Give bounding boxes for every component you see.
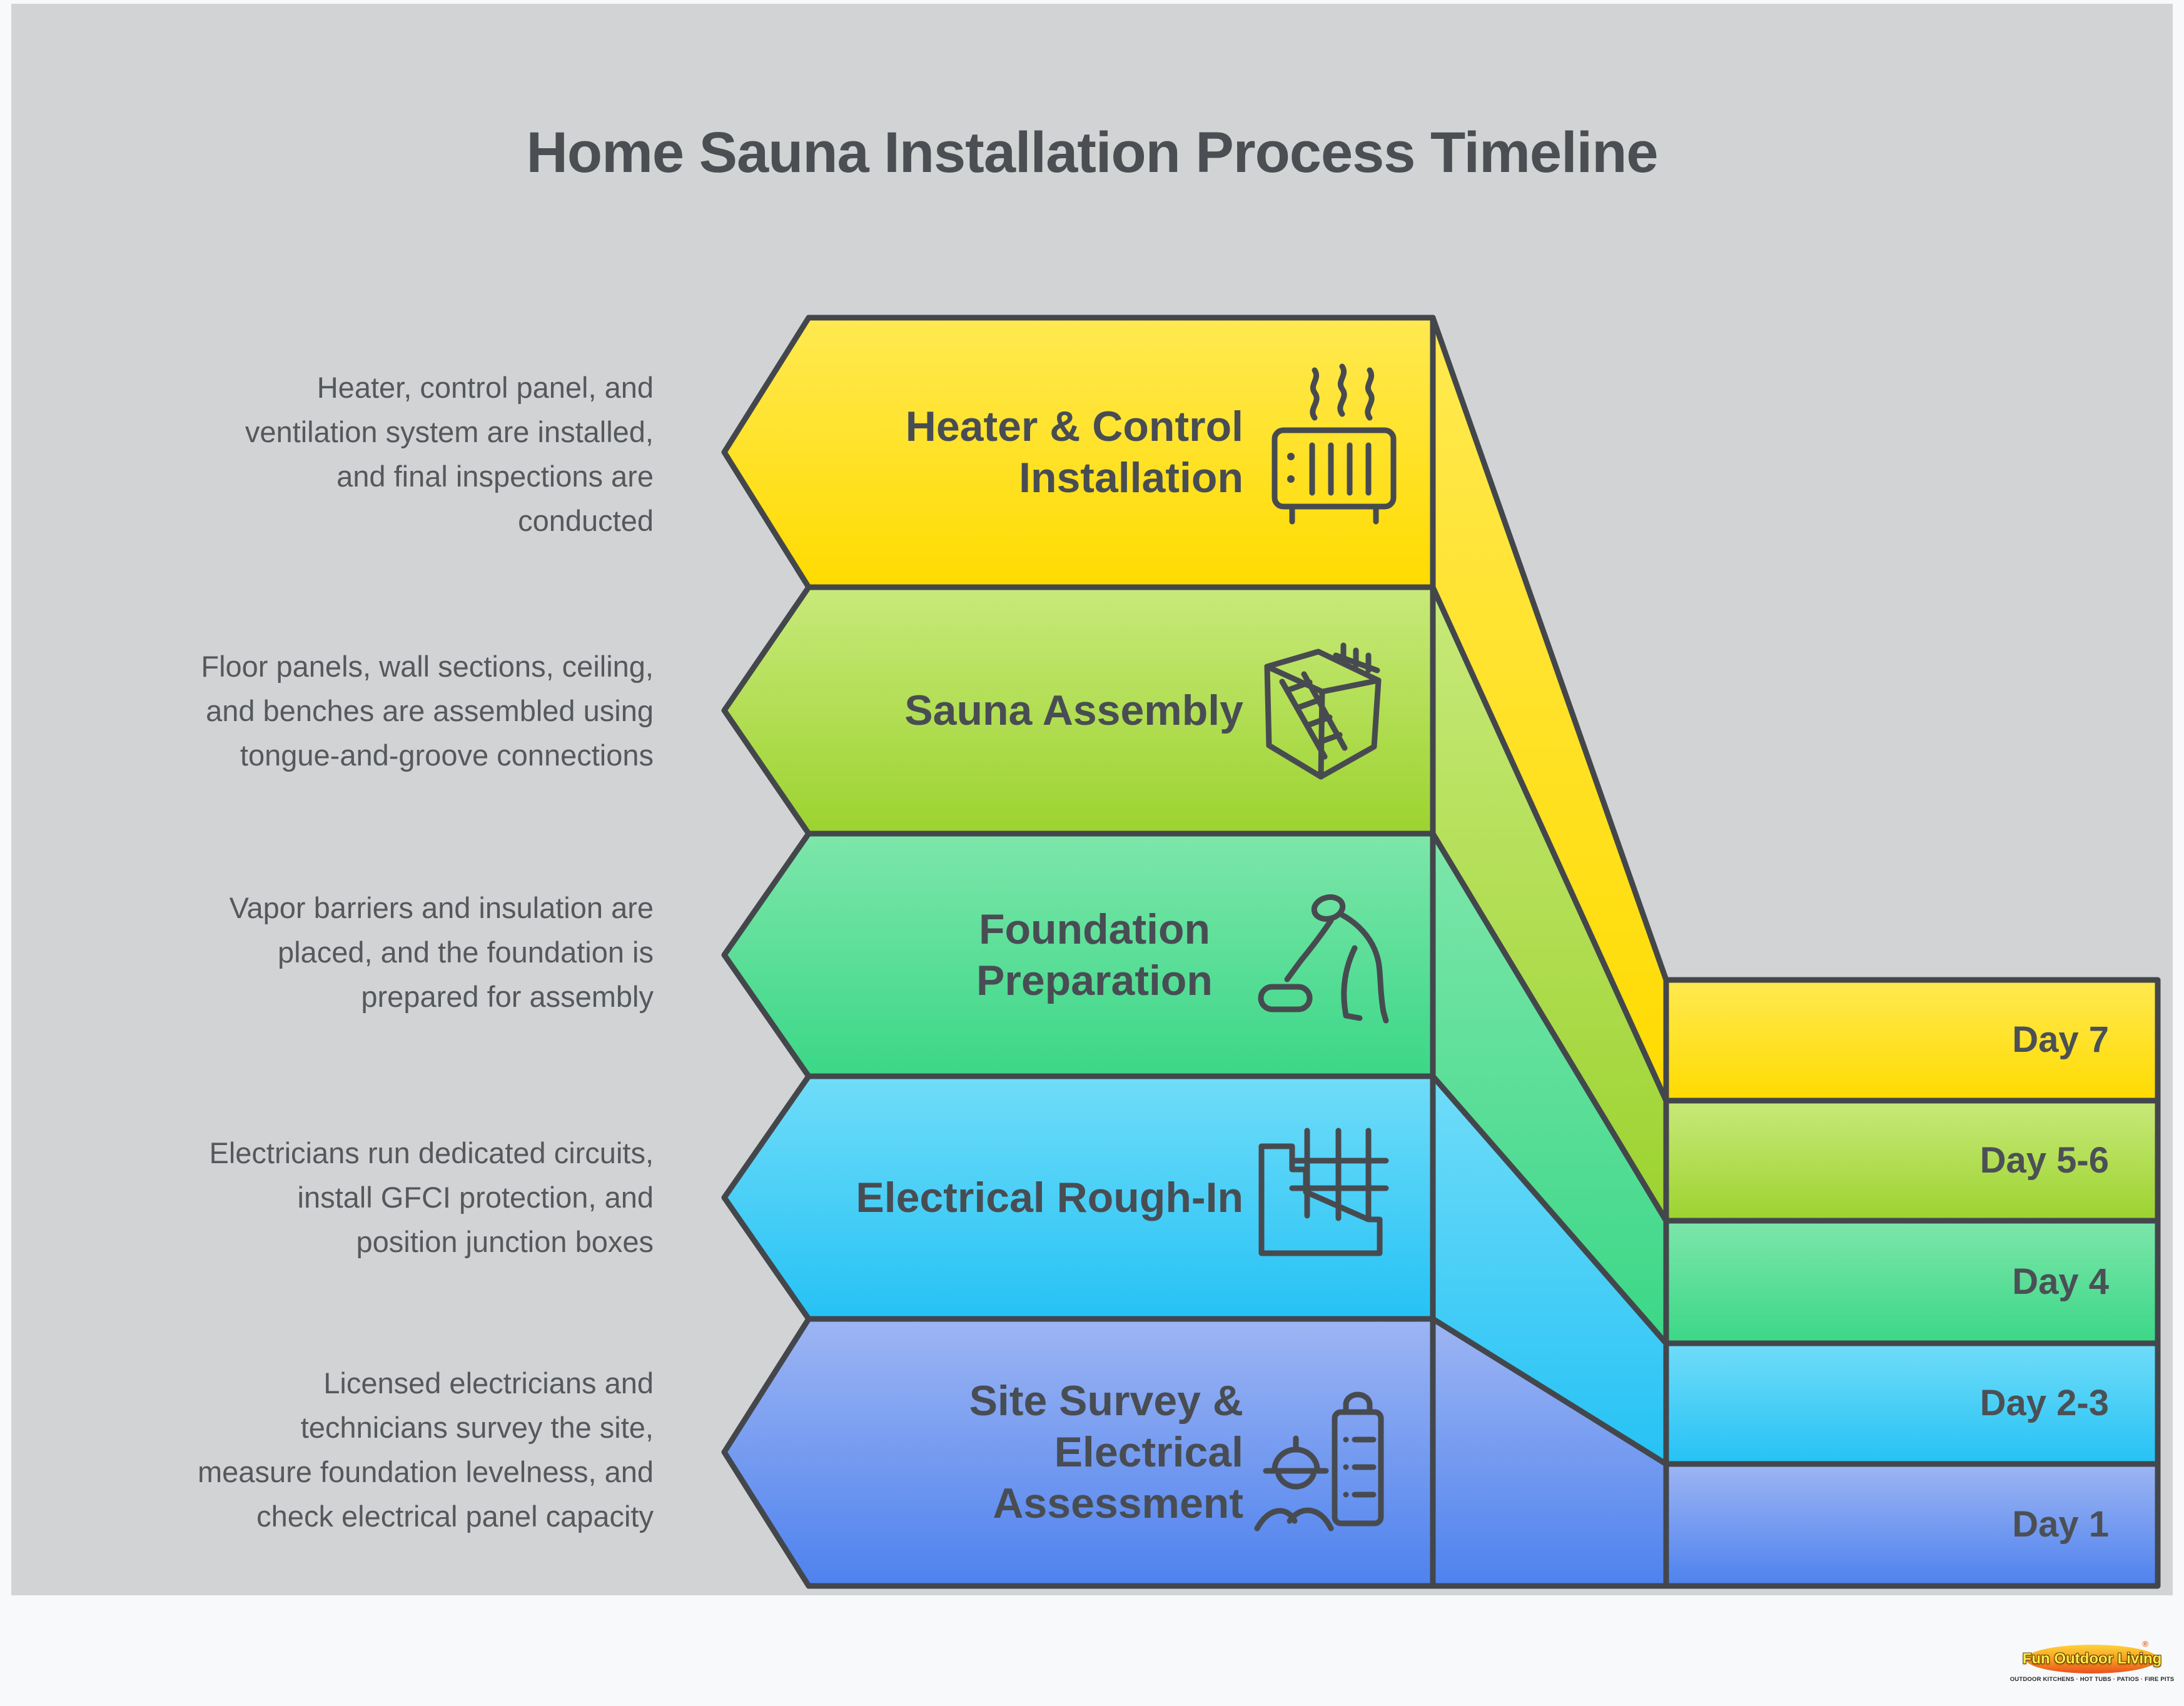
stage-arrow-electrical-rough-in [721, 1073, 1436, 1322]
registered-trademark-icon: ® [2142, 1639, 2148, 1648]
plate-compactor-icon [1258, 894, 1389, 1024]
arrow-group [721, 315, 1436, 1589]
stage-arrow-foundation-preparation [721, 830, 1436, 1079]
day-label-day-4: Day 4 [2012, 1261, 2109, 1302]
sauna-cabin-icon [1264, 642, 1382, 780]
stage-arrow-heater-installation [721, 315, 1436, 590]
stage-label-site-survey: Site Survey & Electrical Assessment [969, 1377, 1243, 1527]
junction-box-icon [1258, 1128, 1389, 1256]
icon-group [1254, 363, 1397, 1532]
stage-description-electrical-rough-in: Electricians run dedicated circuits, ins… [209, 1136, 654, 1258]
brand-logo: Fun Outdoor Living ® OUTDOOR KITCHENS · … [2008, 1639, 2176, 1683]
heater-icon [1271, 363, 1397, 525]
day-label-day-1: Day 1 [2012, 1504, 2109, 1545]
stage-label-foundation-preparation: Foundation Preparation [976, 906, 1213, 1004]
day-bar-day-5-6 [1663, 1098, 2161, 1224]
day-bar-day-2-3 [1663, 1340, 2161, 1467]
day-bar-day-7 [1663, 977, 2161, 1104]
stage-description-heater-installation: Heater, control panel, and ventilation s… [245, 371, 654, 537]
page-title: Home Sauna Installation Process Timeline [526, 121, 1658, 184]
stage-description-foundation-preparation: Vapor barriers and insulation are placed… [229, 891, 654, 1013]
surveyor-icon [1254, 1391, 1384, 1532]
stage-label-electrical-rough-in: Electrical Rough-In [856, 1174, 1243, 1221]
stage-arrow-site-survey [721, 1316, 1436, 1589]
stage-description-sauna-assembly: Floor panels, wall sections, ceiling, an… [201, 650, 654, 772]
day-bar-day-4 [1663, 1218, 2161, 1346]
day-bar-day-1 [1663, 1461, 2161, 1589]
day-bar-group [1663, 977, 2161, 1589]
brand-logo-background: Fun Outdoor Living ® [2022, 1639, 2162, 1673]
stage-label-heater-installation: Heater & Control Installation [905, 403, 1243, 502]
brand-name: Fun Outdoor Living [2022, 1650, 2162, 1667]
stage-label-sauna-assembly: Sauna Assembly [904, 687, 1243, 734]
ribbon-group [1430, 315, 1669, 1589]
stage-arrow-sauna-assembly [721, 584, 1436, 837]
day-label-day-5-6: Day 5-6 [1979, 1140, 2109, 1181]
brand-tagline: OUTDOOR KITCHENS · HOT TUBS · PATIOS · F… [2010, 1676, 2175, 1683]
stage-description-site-survey: Licensed electricians and technicians su… [198, 1366, 654, 1533]
day-label-day-7: Day 7 [2012, 1019, 2109, 1060]
day-label-day-2-3: Day 2-3 [1979, 1383, 2109, 1423]
